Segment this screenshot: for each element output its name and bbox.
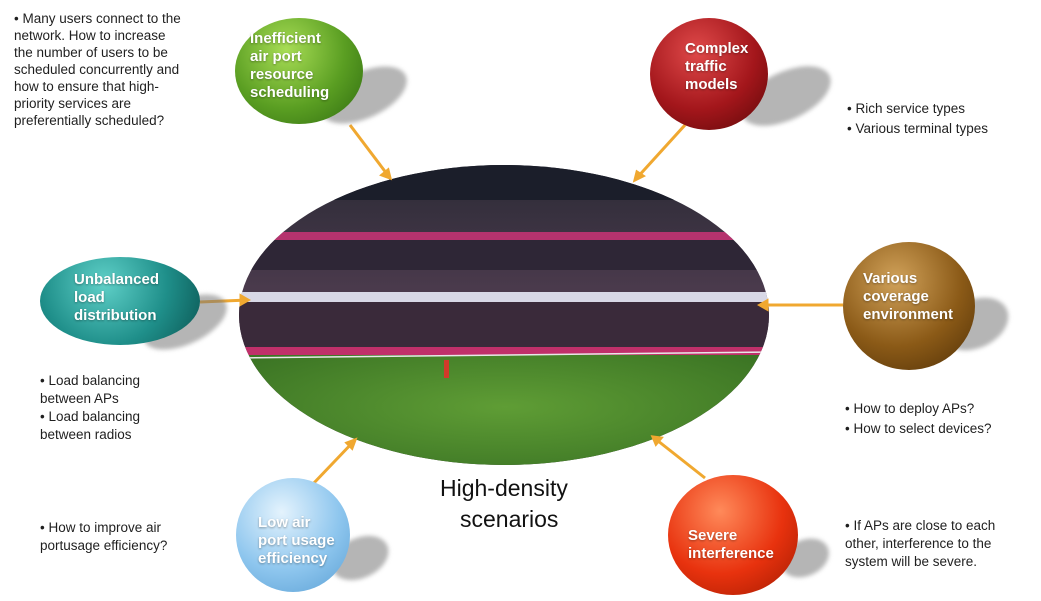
center-title-line: High-density — [440, 475, 568, 501]
note-bottom-right: • If APs are close to each other, interf… — [845, 517, 995, 571]
note-mid-right: • How to deploy APs? • How to select dev… — [845, 399, 992, 439]
note-line: other, interference to the — [845, 536, 992, 551]
center-title-line: scenarios — [460, 506, 559, 532]
unbalanced-load-bubble — [40, 257, 200, 345]
connectors — [199, 123, 843, 487]
low-air-port-usage-bubble — [236, 478, 350, 592]
note-line: • If APs are close to each — [845, 518, 996, 533]
note-line: scheduled concurrently and — [14, 62, 180, 77]
note-line: the number of users to be — [14, 45, 168, 60]
various-coverage-label: Various coverage environment — [863, 270, 953, 324]
bubble-label-line: air port — [250, 48, 302, 65]
note-line: system will be severe. — [845, 554, 978, 569]
note-line: • Various terminal types — [847, 121, 989, 136]
note-line: between radios — [40, 427, 132, 442]
note-line: network. How to increase — [14, 28, 166, 43]
note-line: • Load balancing — [40, 373, 141, 388]
bubble-label-line: Various — [863, 270, 918, 287]
note-line: priority services are — [14, 96, 132, 111]
note-line: • Rich service types — [847, 101, 966, 116]
note-top-right: • Rich service types • Various terminal … — [847, 99, 988, 139]
note-line: preferentially scheduled? — [14, 113, 165, 128]
inefficient-scheduling-label: Inefficient air port resource scheduling — [250, 30, 329, 102]
bubble-label-line: coverage — [863, 288, 929, 305]
note-line: • Many users connect to the — [14, 11, 181, 26]
note-line: • How to select devices? — [845, 421, 992, 436]
bubble-label-line: Low air — [258, 514, 311, 531]
bubble-label-line: models — [685, 76, 738, 93]
bubble-label-line: environment — [863, 306, 954, 323]
severe-interference-label: Severe interference — [688, 527, 774, 563]
note-line: how to ensure that high- — [14, 79, 159, 94]
bubble-label-line: Severe — [688, 527, 738, 544]
complex-traffic-bubble — [650, 18, 768, 130]
inefficient-scheduling-bubble — [235, 18, 363, 124]
note-line: between APs — [40, 391, 119, 406]
bubble-label-line: resource — [250, 66, 314, 83]
center-title: High-density scenarios — [440, 473, 568, 535]
bubble-label-line: distribution — [74, 307, 157, 324]
bubble-label-line: efficiency — [258, 550, 328, 567]
unbalanced-load-label: Unbalanced load distribution — [74, 271, 159, 325]
bubble-label-line: Inefficient — [250, 30, 321, 47]
severe-interference-bubble — [668, 475, 798, 595]
note-line: • How to deploy APs? — [845, 401, 975, 416]
note-line: portusage efficiency? — [40, 538, 168, 553]
complex-traffic-label: Complex traffic models — [685, 40, 748, 94]
various-coverage-bubble — [843, 242, 975, 370]
bubble-label-line: interference — [688, 545, 774, 562]
note-top-left: • Many users connect to the network. How… — [14, 10, 181, 129]
bubble-label-line: traffic — [685, 58, 727, 75]
note-bottom-left: • How to improve air portusage efficienc… — [40, 519, 167, 555]
note-mid-left: • Load balancing between APs • Load bala… — [40, 372, 140, 444]
note-line: • How to improve air — [40, 520, 162, 535]
note-line: • Load balancing — [40, 409, 141, 424]
bubble-label-line: Unbalanced — [74, 271, 160, 288]
bubble-label-line: port usage — [258, 532, 335, 549]
bubble-label-line: scheduling — [250, 84, 330, 101]
bubble-label-line: load — [74, 289, 105, 306]
low-air-port-usage-label: Low air port usage efficiency — [258, 514, 335, 568]
stadium-image — [239, 165, 769, 465]
bubble-label-line: Complex — [685, 40, 749, 57]
